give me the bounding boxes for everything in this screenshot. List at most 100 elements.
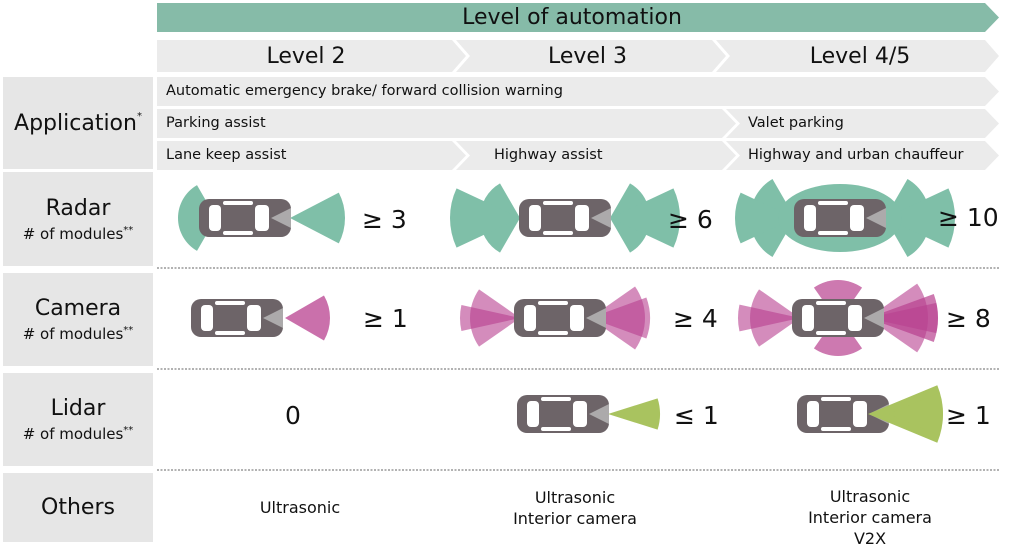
level-45-label: Level 4/5 (809, 44, 911, 69)
car-rear-window (201, 305, 213, 331)
application-footnote-mark: * (136, 110, 142, 122)
car-side-window (215, 301, 245, 305)
car-side-window (223, 201, 253, 205)
lidar-l2-count: 0 (285, 401, 301, 430)
car-windshield (255, 205, 269, 231)
car-windshield (848, 305, 862, 331)
car-windshield (247, 305, 261, 331)
app-lane-keep: Lane keep assist (166, 147, 287, 163)
modules-text: # of modules (22, 224, 124, 243)
lidar-front-sector-2 (888, 392, 943, 436)
car-sensor-beam (591, 208, 611, 228)
radar-front-sector (290, 192, 345, 244)
car-rear-window (524, 305, 536, 331)
modules-footnote-mark: ** (123, 224, 134, 236)
camera-label: Camera # of modules** (3, 273, 153, 366)
modules-text: # of modules (22, 425, 124, 443)
radar-l2-count: ≥ 3 (362, 205, 407, 234)
app-highway-assist: Highway assist (494, 147, 603, 163)
others-item: V2X (853, 529, 887, 548)
car-side-window (541, 427, 571, 431)
level-45-chevron (716, 40, 999, 72)
car-sensor-beam (271, 208, 291, 228)
car-sensor-beam (589, 404, 609, 424)
camera-l45-count: ≥ 8 (946, 304, 991, 333)
app-row2-chevron-b (726, 109, 999, 138)
radar-label: Radar # of modules** (3, 172, 153, 266)
car-windshield (850, 205, 864, 231)
app-row2-chevron-a (157, 109, 736, 138)
lidar-label: Lidar # of modules** (3, 373, 153, 466)
app-parking-assist: Parking assist (166, 115, 266, 131)
others-item: Interior camera (513, 509, 637, 528)
car-sensor-beam (586, 308, 606, 328)
camera-front-sector (285, 295, 330, 341)
car-rear-window (529, 205, 541, 231)
modules-footnote-mark: ** (123, 425, 134, 436)
car-windshield (575, 205, 589, 231)
header-title: Level of automation (462, 5, 682, 30)
lidar-l3-count: ≤ 1 (674, 401, 719, 430)
camera-rear-narrow-sector (460, 305, 520, 331)
application-text: Application (14, 110, 137, 136)
car-side-window (821, 397, 851, 401)
camera-front-narrow-sector (590, 297, 650, 339)
car-windshield (570, 305, 584, 331)
car-side-window (818, 231, 848, 235)
level-3-chevron (456, 40, 726, 72)
camera-front-tele-sector (868, 302, 938, 334)
others-text: Others (41, 495, 115, 520)
car-sensor-beam (864, 308, 884, 328)
others-label: Others (3, 473, 153, 542)
radar-rear-long-sector (450, 188, 520, 248)
app-chauffeur: Highway and urban chauffeur (748, 147, 964, 163)
car-side-window (223, 231, 253, 235)
lidar-front-sector (608, 398, 660, 430)
level-3-label: Level 3 (547, 44, 628, 69)
car-side-window (816, 331, 846, 335)
level-2-chevron (157, 40, 466, 72)
camera-rear-narrow-sector (737, 304, 800, 332)
car-side-window (821, 427, 851, 431)
camera-l2-count: ≥ 1 (363, 304, 408, 333)
lidar-l45-count: ≥ 1 (946, 401, 991, 430)
modules-footnote-mark: ** (123, 325, 134, 336)
car-windshield (853, 401, 867, 427)
car-rear-window (209, 205, 221, 231)
car-side-window (538, 301, 568, 305)
app-aeb: Automatic emergency brake/ forward colli… (166, 83, 563, 99)
car-rear-window (804, 205, 816, 231)
car-rear-window (802, 305, 814, 331)
application-label: Application* (3, 77, 153, 169)
app-row3-chevron-c (726, 141, 999, 170)
car-side-window (543, 231, 573, 235)
camera-l3-count: ≥ 4 (673, 304, 718, 333)
car-sensor-beam (866, 208, 886, 228)
header-arrow (157, 3, 999, 32)
car-sensor-beam (263, 308, 283, 328)
car-rear-window (527, 401, 539, 427)
others-item: Ultrasonic (534, 488, 616, 507)
modules-text: # of modules (22, 325, 124, 343)
app-row3-chevron-a (157, 141, 466, 170)
lidar-text: Lidar (50, 396, 106, 421)
camera-text: Camera (34, 296, 122, 321)
car-side-window (541, 397, 571, 401)
car-side-window (543, 201, 573, 205)
app-valet-parking: Valet parking (748, 115, 844, 131)
radar-front-long-sector (885, 188, 955, 248)
car-side-window (215, 331, 245, 335)
radar-l3-count: ≥ 6 (668, 205, 713, 234)
car-rear-window (807, 401, 819, 427)
car-side-window (818, 201, 848, 205)
app-row3-chevron-b (456, 141, 736, 170)
others-item: Interior camera (808, 508, 932, 527)
car-side-window (538, 331, 568, 335)
others-item: Ultrasonic (829, 487, 911, 506)
radar-l45-count: ≥ 10 (938, 203, 999, 232)
car-side-window (816, 301, 846, 305)
